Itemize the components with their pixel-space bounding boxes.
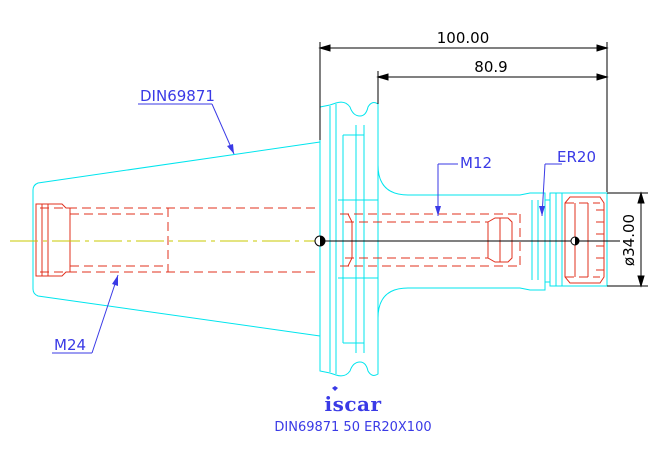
leader-m24 [91,274,119,354]
dim-34-arrow-top [637,191,645,204]
collet-nut [549,192,608,287]
arrow-er20 [539,206,545,216]
dim-34-arrow-bottom [637,275,645,288]
bore-start [35,203,71,277]
callout-arrows [112,144,545,286]
callout-m24: M24 [54,336,86,354]
dim-100-arrow-left [318,44,331,52]
arrow-m12 [435,206,441,216]
drawing-caption: DIN69871 50 ER20X100 [274,420,431,435]
brand-logo: iscar [324,386,381,416]
hidden-features [35,196,605,284]
shank [377,104,546,374]
dimensions [318,42,648,288]
gauge-point-right-fill [575,237,579,245]
callout-er20: ER20 [557,148,596,166]
dim-gauge-length: 80.9 [474,58,507,76]
dim-80-arrow-right [596,73,609,81]
callout-m12: M12 [460,154,492,172]
dim-nut-diameter: ø34.00 [620,214,638,266]
dim-overall-length: 100.00 [437,29,490,47]
callout-din69871: DIN69871 [140,87,215,105]
logo-dot [332,386,338,391]
collet-inner [564,196,605,284]
logo-text: iscar [324,392,381,416]
gauge-markers [314,235,580,247]
tool-outline [32,101,608,377]
gauge-point-left-fill [320,236,325,246]
dim-100-arrow-right [596,44,609,52]
arrow-m24 [112,275,118,286]
taper-cone [32,141,321,337]
arrow-din [227,144,234,154]
dim-80-arrow-left [376,73,389,81]
m12-relief [487,217,513,263]
flange [319,101,379,377]
m12-start [340,213,353,267]
callout-leaders [52,103,562,354]
